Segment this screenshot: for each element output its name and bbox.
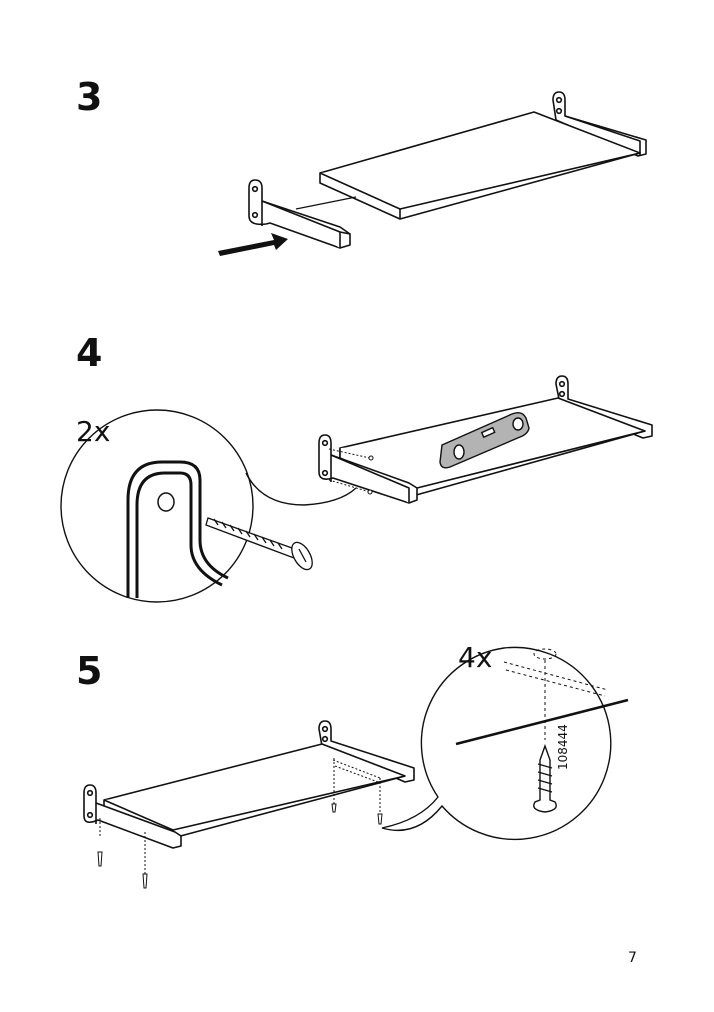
page-number: 7 [628,950,637,966]
bracket-icon [318,720,415,783]
bracket-icon [318,434,418,504]
shelf-board-icon [319,111,641,220]
screw-icon [533,743,557,813]
shelf-board-icon [103,743,406,839]
bracket-icon [555,375,653,439]
bracket-icon [83,784,182,849]
step-4-quantity: 2x [76,415,111,448]
step-5-number: 5 [76,649,103,693]
step-3-number: 3 [76,75,103,119]
bracket-icon [126,460,229,598]
screw-icon [205,517,313,571]
step-4-number: 4 [76,331,103,375]
screw-icon [97,803,383,889]
bracket-icon [248,179,351,249]
push-arrow-icon [218,233,288,256]
spirit-level-icon [439,411,530,469]
